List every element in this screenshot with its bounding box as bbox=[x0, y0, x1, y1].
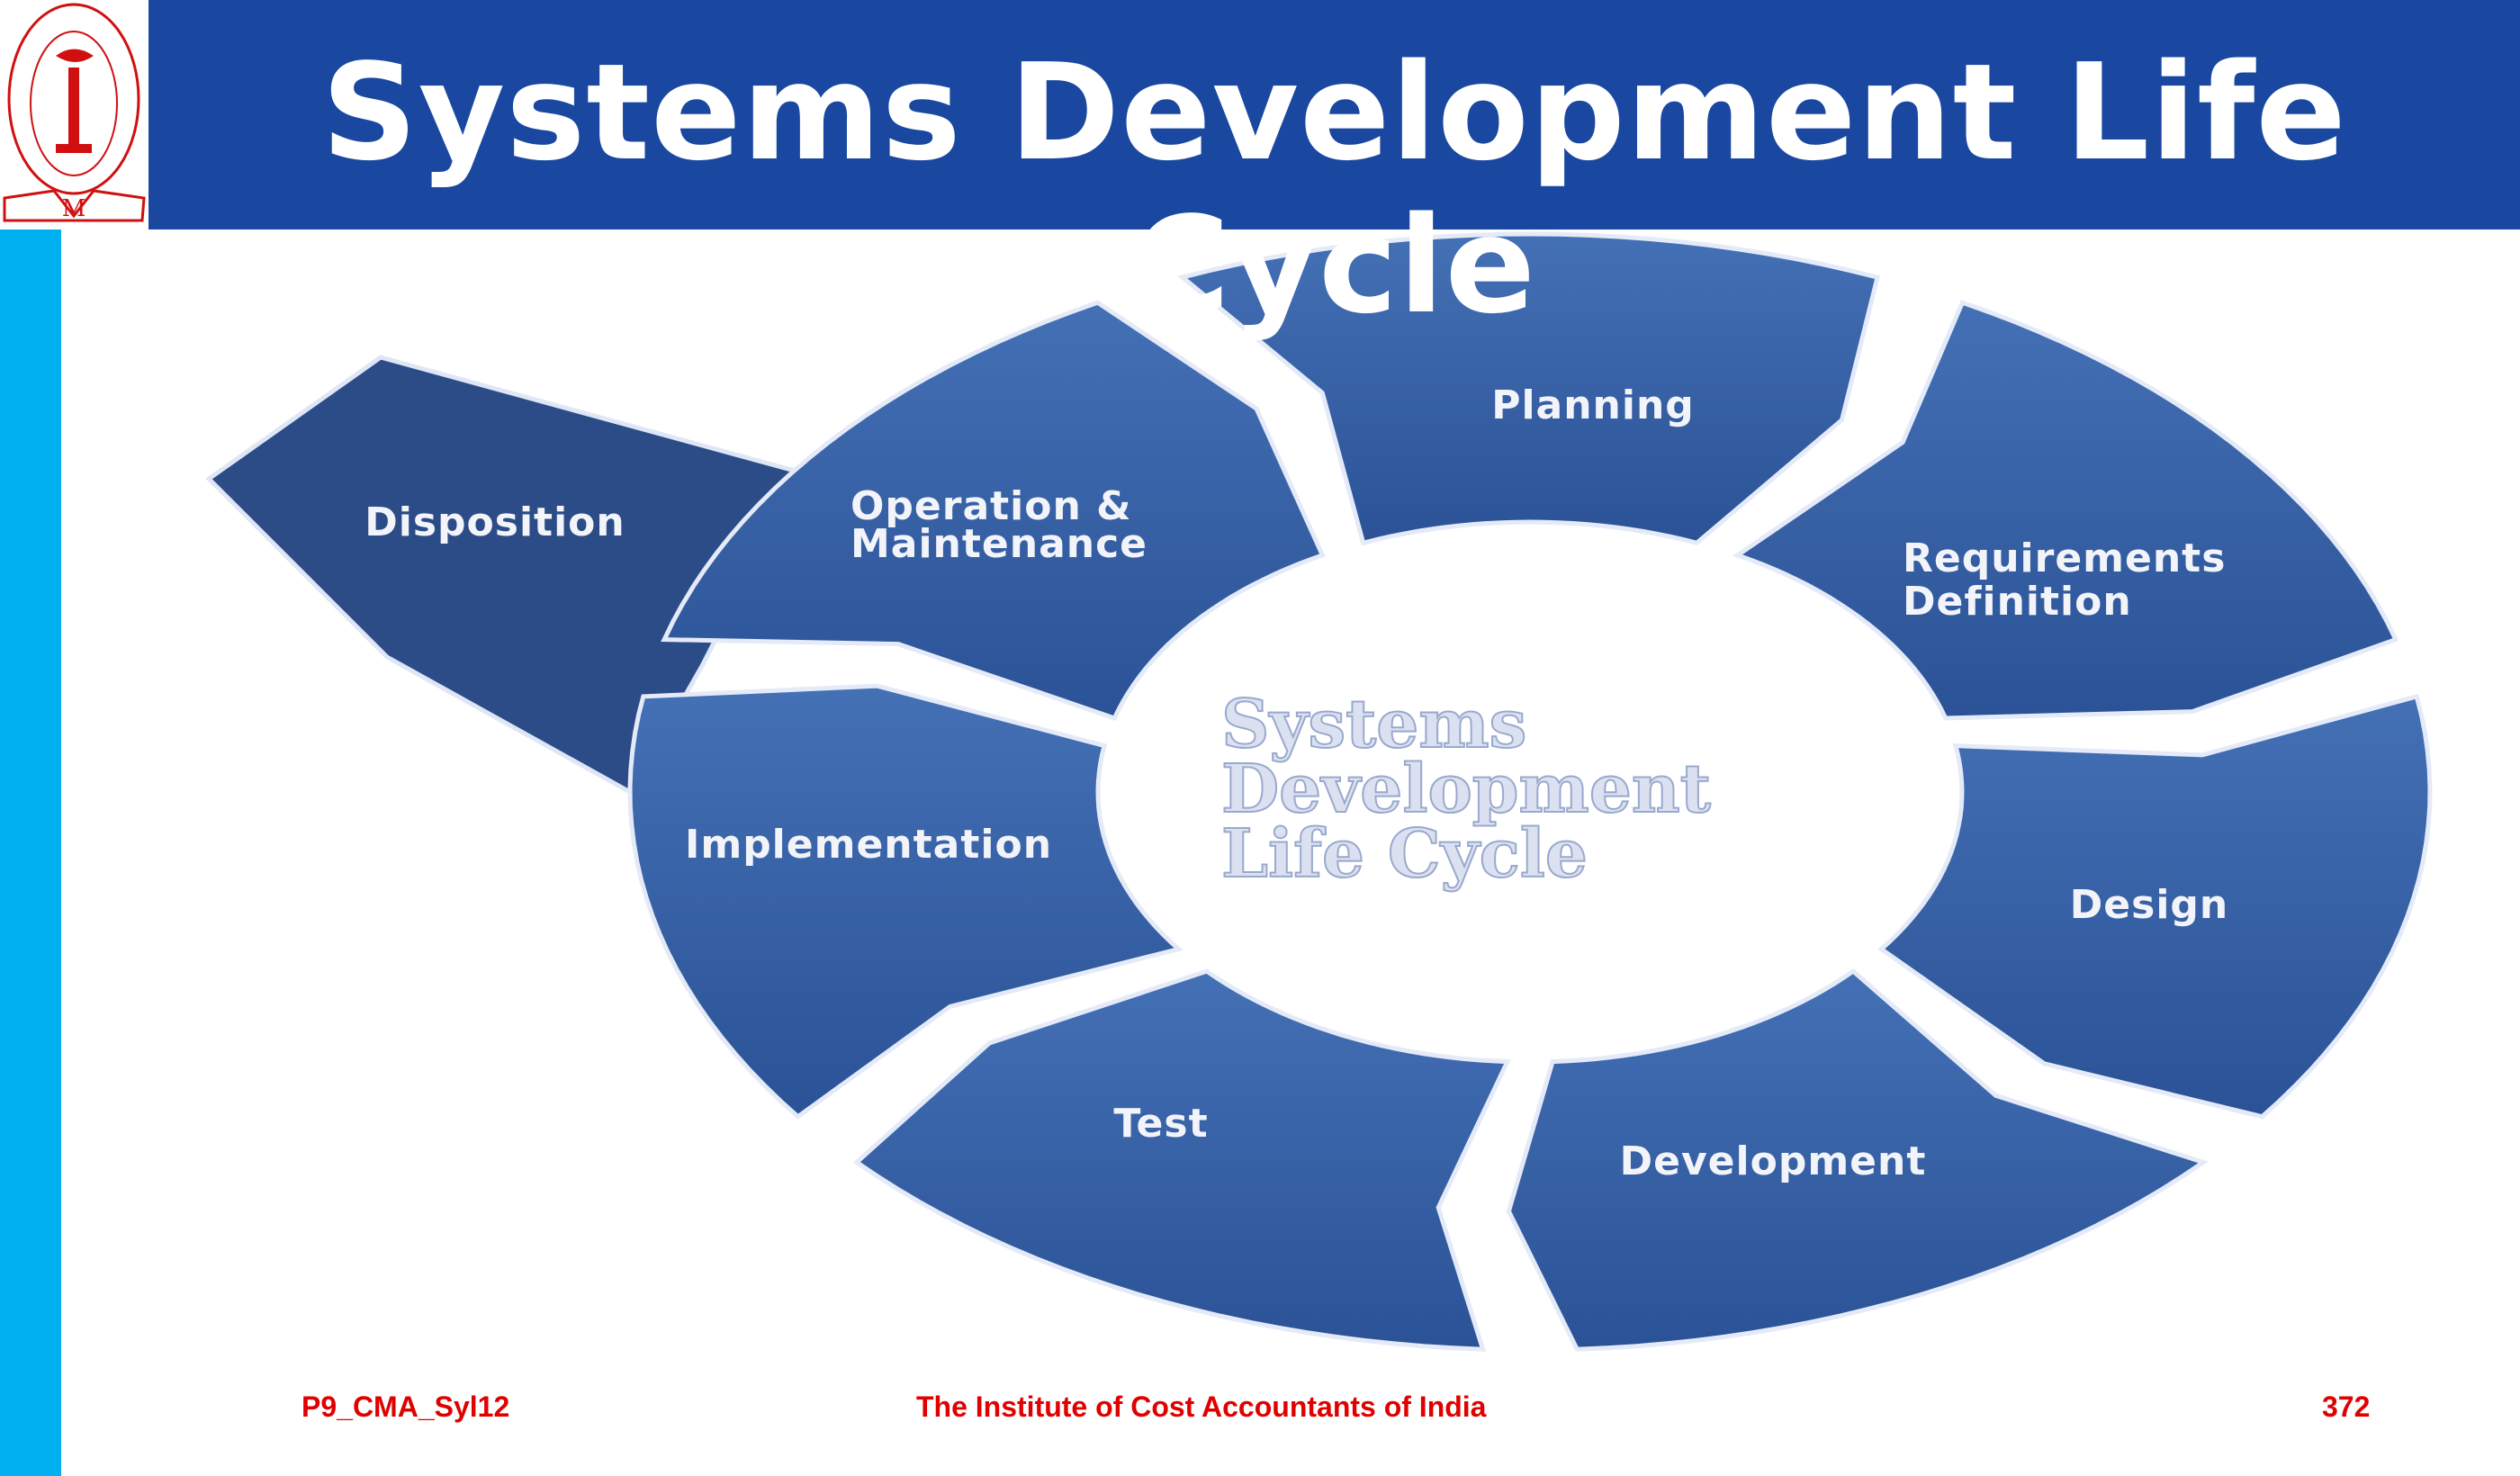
logo-emblem-icon: M bbox=[3, 3, 146, 222]
label-design: Design bbox=[2070, 882, 2228, 928]
left-accent-bar bbox=[0, 230, 61, 1476]
segment-design bbox=[1877, 693, 2433, 1120]
label-requirements-1: Requirements bbox=[1903, 536, 2226, 581]
label-operation-2: Maintenance bbox=[850, 521, 1148, 567]
segment-planning bbox=[1177, 231, 1881, 546]
label-implementation: Implementation bbox=[685, 822, 1052, 868]
slide-title: Systems Development Life Cycle bbox=[321, 35, 2347, 343]
svg-text:M: M bbox=[62, 195, 86, 222]
label-development: Development bbox=[1620, 1138, 1927, 1184]
label-requirements-2: Definition bbox=[1903, 579, 2132, 625]
footer-institute-name: The Institute of Cost Accountants of Ind… bbox=[916, 1390, 1487, 1423]
label-planning: Planning bbox=[1491, 382, 1695, 428]
segment-requirements bbox=[1732, 300, 2399, 721]
footer-course-code: P9_CMA_Syl12 bbox=[302, 1390, 510, 1423]
title-bar: Systems Development Life Cycle bbox=[148, 0, 2520, 342]
segment-test bbox=[852, 968, 1511, 1352]
footer-page-number: 372 bbox=[2322, 1390, 2371, 1423]
label-test: Test bbox=[1113, 1101, 1208, 1147]
sdlc-cycle-diagram: Disposition Planning Requirements Defini… bbox=[205, 231, 2433, 1352]
center-title-1: Systems bbox=[1221, 686, 1526, 763]
center-title-3: Life Cycle bbox=[1221, 815, 1588, 893]
center-title-2: Development bbox=[1221, 751, 1711, 828]
segment-implementation bbox=[627, 683, 1184, 1120]
label-operation-1: Operation & bbox=[850, 483, 1132, 529]
label-disposition: Disposition bbox=[364, 500, 625, 545]
segment-operation bbox=[661, 300, 1326, 722]
segment-development bbox=[1506, 968, 2209, 1352]
segment-disposition bbox=[205, 355, 805, 796]
institute-logo: M bbox=[0, 0, 148, 230]
